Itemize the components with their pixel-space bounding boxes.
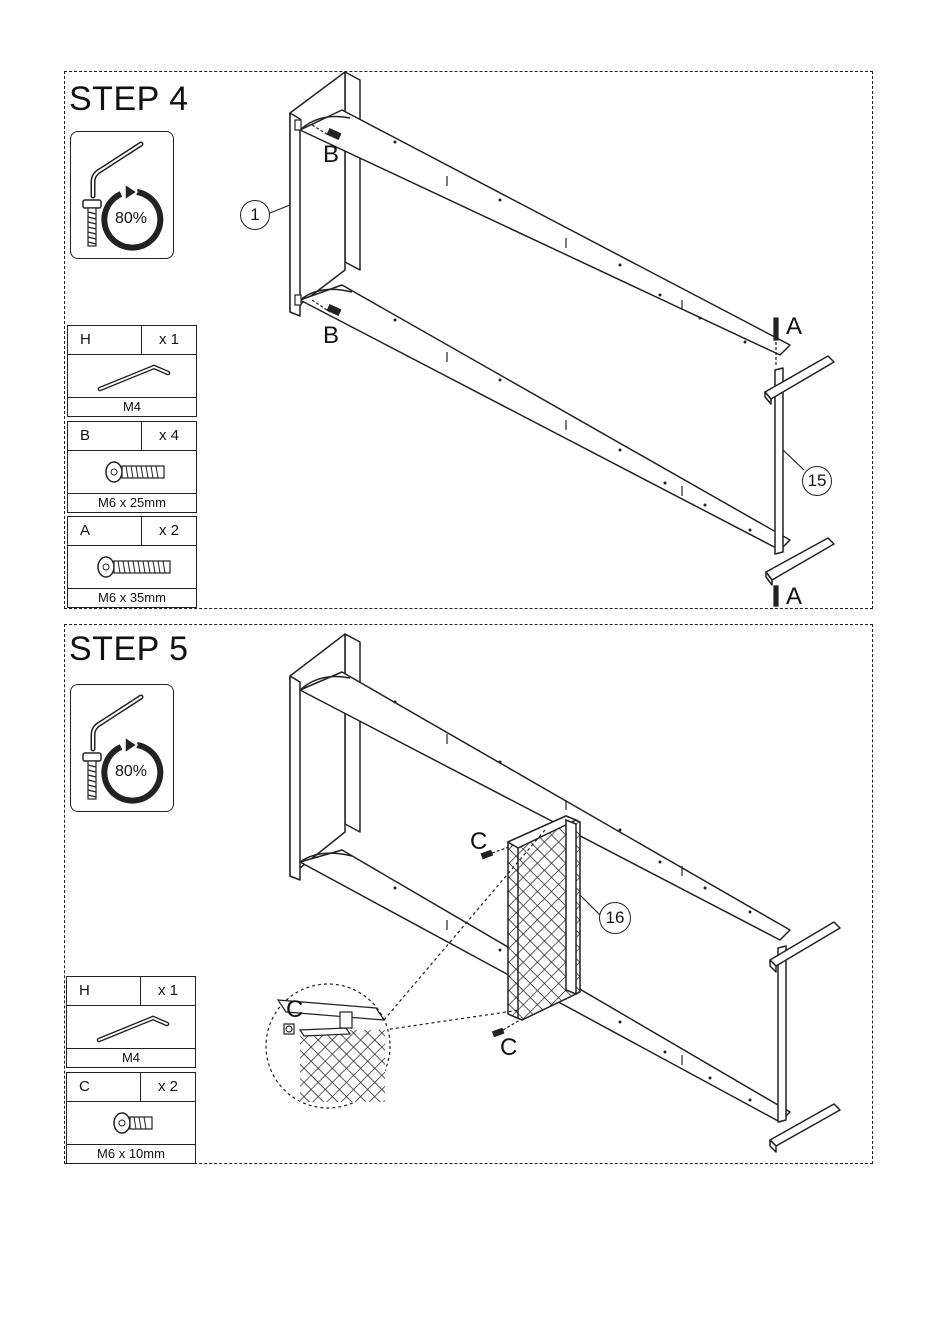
bolt-c-label-top: C bbox=[470, 830, 487, 854]
bolt-c-label-detail: C bbox=[286, 998, 303, 1022]
bolt-c-label-bottom: C bbox=[500, 1036, 517, 1060]
part-16-callout: 16 bbox=[599, 902, 631, 934]
